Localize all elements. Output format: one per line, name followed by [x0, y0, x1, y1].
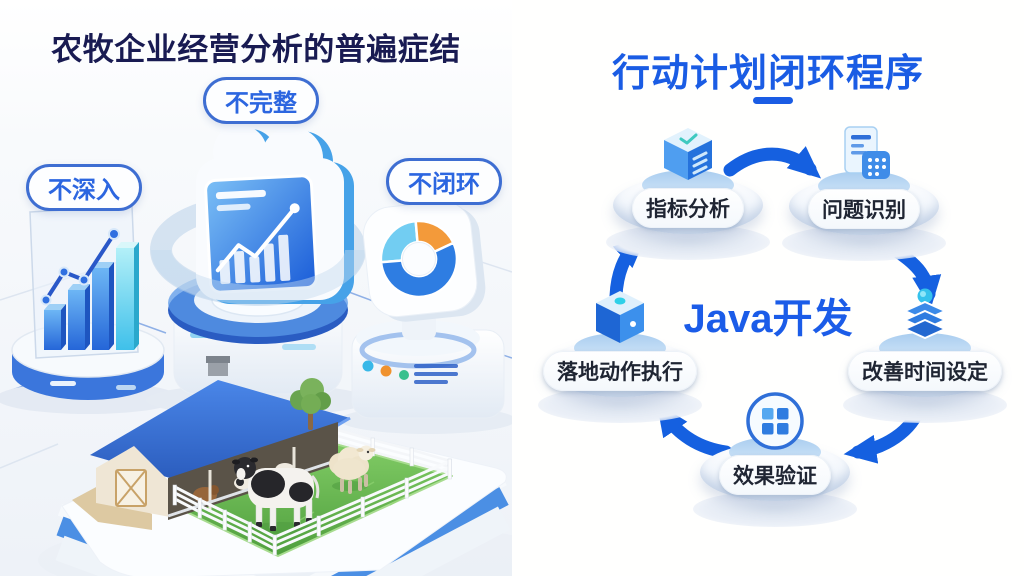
tree-icon: [290, 378, 331, 430]
badge-not-closed-loop: 不闭环: [386, 158, 502, 205]
sheep-icon: [329, 445, 376, 494]
holstein-cow-icon: [232, 457, 320, 534]
layer-stack-icon: [893, 285, 957, 349]
center-label: Java开发: [683, 297, 853, 341]
arrow-verify-to-execute: [656, 402, 733, 459]
badge-not-deep: 不深入: [26, 164, 142, 211]
badge-incomplete: 不完整: [203, 77, 319, 124]
node-label: 落地动作执行: [543, 351, 697, 391]
donut-chart-device-icon: [340, 200, 512, 434]
dashboard-cloud-icon: [146, 125, 370, 416]
bar-chart-pedestal-icon: [0, 205, 180, 414]
cycle-node-effect-verification: 效果验证: [685, 392, 865, 535]
title-underline: [753, 97, 793, 104]
farm-platform: [38, 356, 512, 576]
right-panel: 行动计划闭环程序 Java开发 指标分析: [512, 0, 1024, 576]
left-panel: 农牧企业经营分析的普遍症结 不完整 不深入 不闭环: [0, 0, 512, 576]
right-title: 行动计划闭环程序: [611, 53, 924, 95]
window-grid-icon: [743, 389, 807, 453]
document-grid-icon: [832, 123, 896, 187]
cycle-node-improvement-schedule: 改善时间设定: [835, 288, 1015, 431]
cycle-node-action-execution: 落地动作执行: [530, 291, 710, 431]
cube-check-icon: [656, 122, 720, 186]
cycle-node-indicator-analysis: 指标分析: [598, 128, 778, 268]
cube-dot-icon: [588, 285, 652, 349]
node-label: 问题识别: [808, 189, 920, 229]
farm-analytics-illustration: [0, 125, 512, 576]
pasture-fence-front: [172, 458, 452, 556]
donut-chart-icon: [379, 219, 459, 299]
node-label: 效果验证: [719, 455, 831, 495]
cycle-node-problem-identification: 问题识别: [774, 126, 954, 269]
node-label: 指标分析: [632, 188, 744, 228]
arrow-analysis-to-identify: [723, 146, 822, 179]
node-label: 改善时间设定: [848, 351, 1002, 391]
left-title: 农牧企业经营分析的普遍症结: [51, 32, 461, 67]
